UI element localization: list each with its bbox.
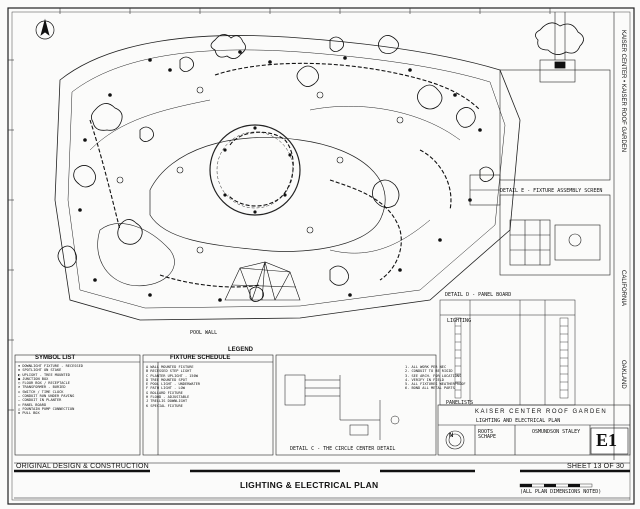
fixture-row: J TRELLIS DOWNLIGHT <box>146 399 188 404</box>
detail-c-label: DETAIL C - THE CIRCLE CENTER DETAIL <box>290 446 396 452</box>
city-vertical: OAKLAND <box>620 360 626 389</box>
panelists-label: PANELISTS <box>446 400 474 406</box>
fixture-row: F PATH LIGHT - LOW <box>146 386 185 391</box>
state-vertical: CALIFORNIA <box>620 270 626 307</box>
symbol-row: ◇ SWITCH / TIME CLOCK <box>18 389 64 394</box>
fixture-row: C PLANTER UPLIGHT - 150W <box>146 373 198 378</box>
sheet-number: SHEET 13 OF 30 <box>567 463 625 470</box>
fixture-row: K SPECIAL FIXTURE <box>146 403 183 408</box>
sheet-code: E1 <box>596 430 618 450</box>
symbol-row: — CONDUIT IN PLANTER <box>18 398 62 403</box>
legend-row: 1. ALL WORK PER NEC <box>405 365 447 369</box>
fixture-schedule: A WALL MOUNTED FIXTURE B RECESSED STEP L… <box>146 365 271 408</box>
detail-e-label: DETAIL E - FIXTURE ASSEMBLY SCREEN <box>500 188 603 194</box>
symbol-row: ⊗ SPOTLIGHT ON STAKE <box>18 368 62 373</box>
fixture-row: A WALL MOUNTED FIXTURE <box>146 365 194 369</box>
legend-notes: 1. ALL WORK PER NEC 2. CONDUIT TO BE RIG… <box>405 365 466 391</box>
fixture-row: E POOL LIGHT - UNDERWATER <box>146 382 201 387</box>
lighting-label: LIGHTING <box>447 318 472 324</box>
north-arrow-seal: N <box>449 433 454 439</box>
symbol-row: ◐ UPLIGHT - TREE MOUNTED <box>18 372 70 377</box>
symbol-list: ⊕ DOWNLIGHT FIXTURE - RECESSED ⊗ SPOTLIG… <box>18 364 138 416</box>
fixture-row: H FLOOD - ADJUSTABLE <box>146 395 190 400</box>
legend-row: 5. ALL FIXTURES WEATHERPROOF <box>405 382 466 387</box>
symbol-list-title: SYMBOL LIST <box>35 355 76 361</box>
firm-right: OSMUNDSON STALEY <box>532 429 581 435</box>
symbol-row: ⊘ TRANSFORMER - BURIED <box>18 385 66 390</box>
fixture-row: G BOLLARD FIXTURE <box>146 390 183 395</box>
legend-row: 6. BOND ALL METAL PARTS <box>405 386 455 391</box>
scale-note: (ALL PLAN DIMENSIONS NOTED) <box>520 489 602 495</box>
geodesic-structure <box>224 261 301 301</box>
original-design-label: ORIGINAL DESIGN & CONSTRUCTION <box>16 463 149 470</box>
symbol-row: ● JUNCTION BOX <box>18 376 49 381</box>
north-arrow <box>35 18 55 40</box>
symbol-row: — CONDUIT RUN UNDER PAVING <box>18 394 75 399</box>
symbol-row: ○ FLOOR BOX / RECEPTACLE <box>18 381 70 386</box>
legend-row: 3. SEE ARCH. FOR LOCATIONS <box>405 373 462 378</box>
firm-left: ROOTS SCHAPE <box>478 429 497 440</box>
legend-title: LEGEND <box>228 347 254 353</box>
symbol-row: ▭ PANEL BOARD <box>18 402 47 407</box>
fixture-schedule-title: FIXTURE SCHEDULE <box>170 355 231 361</box>
project-title: KAISER CENTER ROOF GARDEN <box>475 409 608 415</box>
legend-row: 2. CONDUIT TO BE RIGID <box>405 369 453 374</box>
fixture-row: D TREE MOUNTED SPOT <box>146 377 188 382</box>
legend-row: 4. VERIFY IN FIELD <box>405 377 444 382</box>
detail-d-label: DETAIL D - PANEL BOARD <box>445 292 512 298</box>
project-subtitle: LIGHTING AND ELECTRICAL PLAN <box>476 418 561 424</box>
pool-wall-label: POOL WALL <box>190 330 218 336</box>
symbol-row: △ FOUNTAIN PUMP CONNECTION <box>18 406 75 411</box>
fixture-row: B RECESSED STEP LIGHT <box>146 369 192 374</box>
symbol-row: ⊕ DOWNLIGHT FIXTURE - RECESSED <box>18 364 83 368</box>
sheet-title: LIGHTING & ELECTRICAL PLAN <box>240 480 379 490</box>
symbol-row: ⊡ PULL BOX <box>18 411 40 416</box>
project-vertical-title: KAISER CENTER • KAISER ROOF GARDEN <box>620 30 626 153</box>
